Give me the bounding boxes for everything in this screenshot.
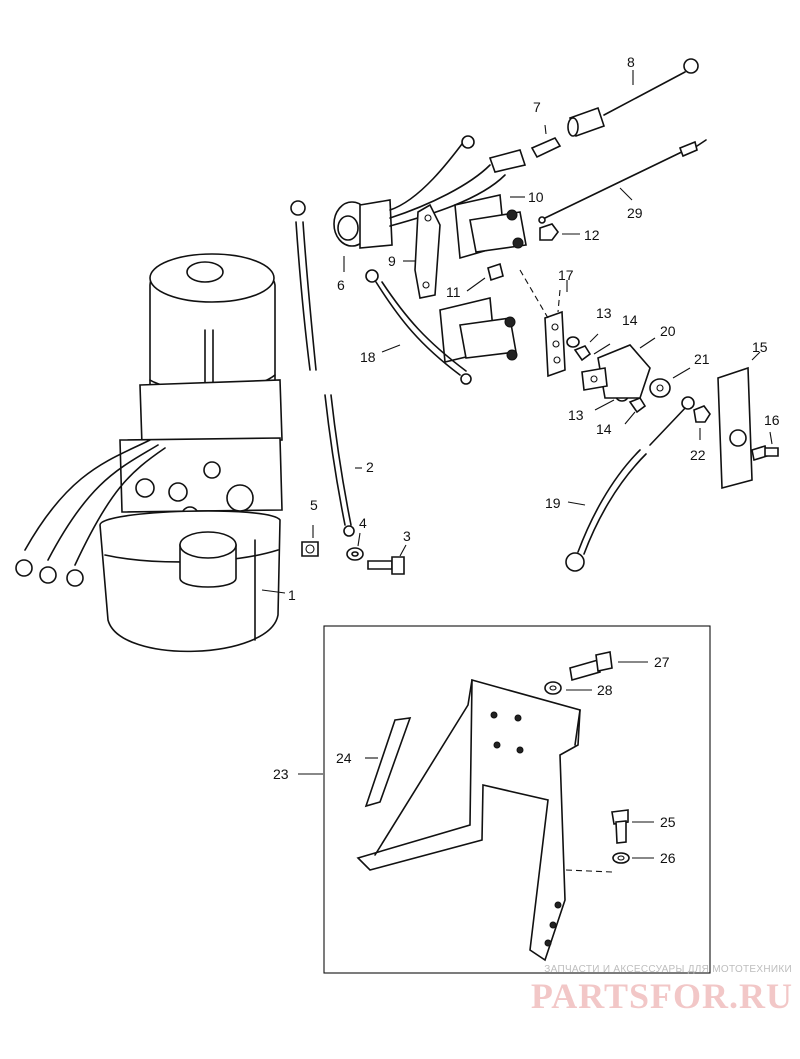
callout-25: 25 [660, 814, 676, 830]
solenoid-part-11 [439, 262, 518, 363]
callout-23: 23 [273, 766, 289, 782]
bracket-part-9 [403, 203, 441, 299]
relay-part-20 [581, 337, 656, 399]
callout-15: 15 [752, 339, 768, 355]
callout-22: 22 [690, 447, 706, 463]
callout-1: 1 [288, 587, 296, 603]
nut-washer-upper [566, 333, 611, 362]
callout-14b: 14 [596, 421, 612, 437]
callout-8: 8 [627, 54, 635, 70]
callout-6: 6 [337, 277, 345, 293]
callout-13a: 13 [596, 305, 612, 321]
callout-18: 18 [360, 349, 376, 365]
callout-9: 9 [388, 253, 396, 269]
callout-10: 10 [528, 189, 544, 205]
bracket-part-17 [519, 269, 568, 378]
hydraulic-pump-assembly [15, 253, 286, 653]
callout-4: 4 [359, 515, 367, 531]
callout-2: 2 [366, 459, 374, 475]
callout-27: 27 [654, 654, 670, 670]
callout-7: 7 [533, 99, 541, 115]
callout-5: 5 [310, 497, 318, 513]
cable-part-19 [565, 396, 695, 572]
callout-16: 16 [764, 412, 780, 428]
nut-part-22 [693, 405, 711, 440]
callout-labels: 1 2 3 4 5 6 7 8 9 10 11 12 13 13 14 14 1… [273, 54, 780, 866]
cable-part-29 [538, 139, 707, 224]
callout-28: 28 [597, 682, 613, 698]
watermark-logo: PARTSFOR.RU [530, 976, 793, 1016]
callout-19: 19 [545, 495, 561, 511]
screw-part-16 [751, 431, 779, 462]
callout-17: 17 [558, 267, 574, 283]
connector-part-6 [333, 135, 527, 272]
washer-part-21 [649, 367, 691, 398]
solenoid-part-10 [454, 194, 527, 260]
callout-3: 3 [403, 528, 411, 544]
callout-24: 24 [336, 750, 352, 766]
cable-part-2 [290, 200, 362, 537]
mounting-strip-part-15 [717, 351, 761, 490]
cable-part-18 [365, 269, 472, 385]
bracket-kit-box [298, 625, 711, 974]
callout-12: 12 [584, 227, 600, 243]
nut-part-12 [539, 223, 580, 241]
fuse-part-7 [530, 124, 562, 159]
cable-part-8 [567, 58, 699, 138]
watermark-tagline: ЗАПЧАСТИ И АКСЕССУАРЫ ДЛЯ МОТОТЕХНИКИ [544, 964, 792, 975]
callout-11: 11 [446, 284, 461, 300]
callout-14a: 14 [622, 312, 638, 328]
callout-29: 29 [627, 205, 643, 221]
fasteners-3-4-5 [301, 525, 407, 575]
callout-26: 26 [660, 850, 676, 866]
callout-20: 20 [660, 323, 676, 339]
callout-21: 21 [694, 351, 710, 367]
callout-13b: 13 [568, 407, 584, 423]
